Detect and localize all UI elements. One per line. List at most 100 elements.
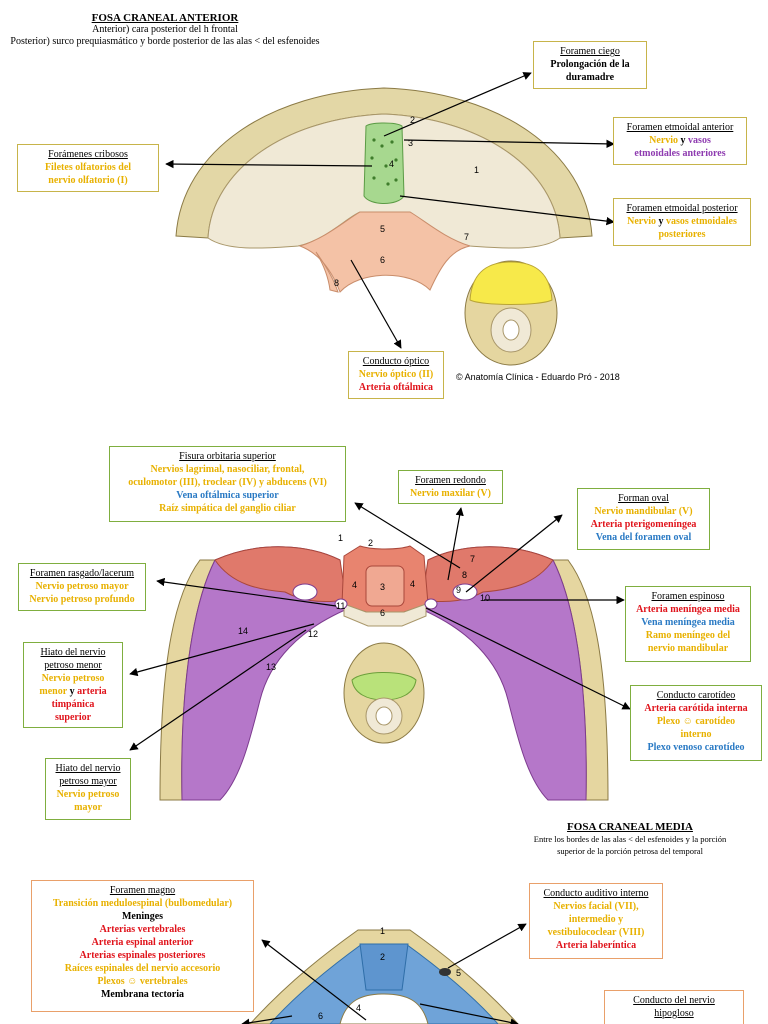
box-title: Foramen etmoidal posterior xyxy=(626,203,738,214)
middle-fossa-header: FOSA CRANEAL MEDIA Entre los bordes de l… xyxy=(510,821,750,857)
posterior-fossa-illustration: 1 2 4 5 6 xyxy=(241,923,527,1024)
label-number: 7 xyxy=(464,232,469,242)
label-number: 10 xyxy=(480,593,490,603)
box-line: Arteria oftálmica xyxy=(358,382,434,393)
section-title: FOSA CRANEAL MEDIA xyxy=(567,821,693,833)
box-line: vasos xyxy=(688,135,711,146)
label-number: 7 xyxy=(470,554,475,564)
box-title: Conducto óptico xyxy=(362,356,430,367)
box-line: posteriores xyxy=(658,229,706,240)
conducto-auditivo-interno-box: Conducto auditivo interno Nervios facial… xyxy=(529,883,663,959)
label-number: 8 xyxy=(334,278,339,288)
foramenes-cribosos-box: Forámenes cribosos Filetes olfatorios de… xyxy=(17,144,159,192)
box-title: Foramen magno xyxy=(109,885,176,896)
box-title: petroso menor xyxy=(44,660,102,671)
skull-thumbnail-2 xyxy=(343,642,425,744)
foramen-redondo-box: Foramen redondo Nervio maxilar (V) xyxy=(398,470,503,504)
foramen-magno-box: Foramen magno Transición meduloespinal (… xyxy=(31,880,254,1012)
box-line: Arteria meníngea media xyxy=(636,604,740,615)
box-line: Arteria laberíntica xyxy=(555,940,637,951)
conducto-hipogloso-box: Conducto del nervio hipogloso xyxy=(604,990,744,1024)
box-line: Vena oftálmica superior xyxy=(176,490,279,501)
box-title: Foramen redondo xyxy=(415,475,486,486)
label-number: 2 xyxy=(410,115,415,125)
box-title: Foramen rasgado/lacerum xyxy=(29,568,135,579)
box-line: Nervio xyxy=(627,216,657,227)
box-line: Filetes olfatorios del xyxy=(44,162,132,173)
label-number: 11 xyxy=(336,601,345,611)
copyright: © Anatomía Clínica - Eduardo Pró - 2018 xyxy=(456,372,620,382)
box-line: Transición meduloespinal (bulbomedular) xyxy=(52,898,233,909)
box-line: Nervio mandibular (V) xyxy=(594,506,693,517)
box-line: superior xyxy=(54,712,92,723)
box-line: nervio olfatorio (I) xyxy=(48,175,128,186)
label-number: 6 xyxy=(318,1011,323,1021)
box-line: y xyxy=(69,686,75,697)
box-line: etmoidales anteriores xyxy=(634,148,726,159)
box-line: Nervios facial (VII), xyxy=(553,901,639,912)
box-line: timpánica xyxy=(51,699,95,710)
label-number: 1 xyxy=(474,165,479,175)
box-line: nervio mandibular xyxy=(647,643,729,654)
label-number: 5 xyxy=(456,968,461,978)
foramen-ciego-box: Foramen ciego Prolongación de la duramad… xyxy=(533,41,647,89)
box-line: duramadre xyxy=(565,72,615,83)
label-number: 9 xyxy=(456,585,461,595)
label-number: 12 xyxy=(308,629,318,639)
box-line: Prolongación de la xyxy=(550,59,630,70)
label-number: 5 xyxy=(380,224,385,234)
box-line: Nervio xyxy=(649,135,679,146)
label-number: 1 xyxy=(338,533,343,543)
box-line: Raíces espinales del nervio accesorio xyxy=(64,963,221,974)
anterior-fossa-illustration: 1 2 3 4 5 6 7 8 xyxy=(165,72,615,366)
foramen-etmoidal-posterior-box: Foramen etmoidal posterior Nervio y vaso… xyxy=(613,198,751,246)
box-line: mayor xyxy=(74,802,102,813)
box-line: Nervios lagrimal, nasociliar, frontal, xyxy=(150,464,305,475)
box-title: petroso mayor xyxy=(59,776,117,787)
foramen-oval-box: Forman oval Nervio mandibular (V) Arteri… xyxy=(577,488,710,550)
box-line: Nervio petroso profundo xyxy=(29,594,135,605)
box-line: Nervio óptico (II) xyxy=(358,369,434,380)
box-line: intermedio y xyxy=(568,914,624,925)
box-title: Conducto del nervio xyxy=(633,995,715,1006)
box-title: Foramen espinoso xyxy=(651,591,725,602)
box-title: Forman oval xyxy=(618,493,669,504)
conducto-carotideo-box: Conducto carotídeo Arteria carótida inte… xyxy=(630,685,762,761)
anterior-fossa-header: FOSA CRANEAL ANTERIOR Anterior) cara pos… xyxy=(0,12,330,48)
box-title: Fisura orbitaria superior xyxy=(179,451,276,462)
box-line: Nervio maxilar (V) xyxy=(410,488,491,499)
box-line: Nervio petroso mayor xyxy=(35,581,129,592)
box-line: Membrana tectoria xyxy=(100,989,185,1000)
box-line: Nervio petroso xyxy=(56,789,120,800)
section-subtitle-line: Entre los bordes de las alas < del esfen… xyxy=(533,834,727,844)
box-line: Arteria espinal anterior xyxy=(91,937,194,948)
label-number: 3 xyxy=(380,582,385,592)
box-line: Meninges xyxy=(121,911,164,922)
section-subtitle-line: Posterior) surco prequiasmático y borde … xyxy=(10,36,320,47)
box-line: vestibulococlear (VIII) xyxy=(547,927,645,938)
label-number: 6 xyxy=(380,255,385,265)
label-number: 2 xyxy=(380,952,385,962)
foramen-espinoso-box: Foramen espinoso Arteria meníngea media … xyxy=(625,586,751,662)
skull-thumbnail-1 xyxy=(464,260,558,366)
label-number: 13 xyxy=(266,662,276,672)
box-line: Arterias espinales posteriores xyxy=(79,950,206,961)
conducto-optico-box: Conducto óptico Nervio óptico (II) Arter… xyxy=(348,351,444,399)
label-number: 4 xyxy=(410,579,415,589)
box-title: Conducto carotídeo xyxy=(656,690,736,701)
box-line: menor xyxy=(39,686,68,697)
box-title: Foramen ciego xyxy=(560,46,620,57)
box-line: arteria xyxy=(77,686,107,697)
box-line: Plexo ☺ carotídeo xyxy=(656,716,736,727)
box-line: interno xyxy=(680,729,712,740)
middle-fossa-illustration: 1 2 3 4 4 6 7 8 9 10 11 12 13 14 xyxy=(129,502,631,801)
box-line: Arteria pterigomeníngea xyxy=(590,519,697,530)
box-line: Vena del foramen oval xyxy=(595,532,692,543)
box-line: Raíz simpática del ganglio ciliar xyxy=(159,503,296,514)
hiato-petroso-mayor-box: Hiato del nervio petroso mayor Nervio pe… xyxy=(45,758,131,820)
label-number: 3 xyxy=(408,138,413,148)
foramen-rasgado-box: Foramen rasgado/lacerum Nervio petroso m… xyxy=(18,563,146,611)
box-title: Foramen etmoidal anterior xyxy=(626,122,734,133)
box-line: Arteria carótida interna xyxy=(644,703,748,714)
box-title: Forámenes cribosos xyxy=(48,149,128,160)
